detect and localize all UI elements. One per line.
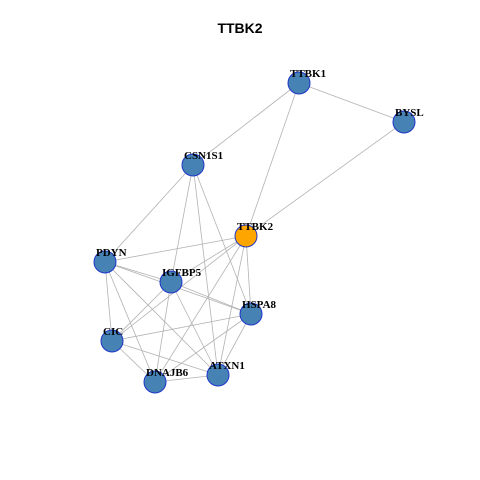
- node-circle[interactable]: [93, 250, 117, 274]
- edge-csn1s1-hspa8: [192, 164, 252, 315]
- node-label: ATXN1: [209, 360, 245, 372]
- edge-bysl-ttbk2: [245, 121, 405, 237]
- node-circle[interactable]: [143, 370, 167, 394]
- node-label: TTBK2: [237, 221, 274, 233]
- node-ttbk1[interactable]: TTBK1: [287, 68, 326, 95]
- node-circle[interactable]: [287, 71, 311, 95]
- node-label: BYSL: [395, 107, 424, 119]
- edge-csn1s1-pdyn: [104, 164, 194, 263]
- edge-igfbp5-dnajb6: [154, 281, 172, 383]
- edge-cic-atxn1: [111, 340, 219, 376]
- node-circle[interactable]: [392, 110, 416, 134]
- edge-ttbk2-hspa8: [245, 235, 252, 315]
- node-label: CSN1S1: [184, 150, 223, 162]
- edge-igfbp5-atxn1: [170, 281, 219, 376]
- edge-hspa8-atxn1: [217, 313, 252, 376]
- edge-igfbp5-cic: [111, 281, 172, 342]
- node-bysl[interactable]: BYSL: [392, 107, 424, 134]
- node-label: CIC: [103, 326, 123, 338]
- edge-ttbk1-bysl: [298, 82, 405, 123]
- node-circle[interactable]: [181, 153, 205, 177]
- edge-pdyn-cic: [104, 261, 113, 342]
- node-label: PDYN: [96, 247, 127, 259]
- node-cic[interactable]: CIC: [100, 326, 124, 353]
- node-circle[interactable]: [100, 329, 124, 353]
- edge-pdyn-dnajb6: [104, 261, 156, 383]
- node-csn1s1[interactable]: CSN1S1: [181, 150, 223, 177]
- node-ttbk2[interactable]: TTBK2: [234, 221, 274, 248]
- edge-ttbk2-pdyn: [104, 235, 247, 263]
- node-igfbp5[interactable]: IGFBP5: [159, 267, 202, 294]
- edge-pdyn-atxn1: [104, 261, 219, 376]
- node-label: IGFBP5: [162, 267, 202, 279]
- node-label: DNAJB6: [146, 367, 189, 379]
- edge-layer: [104, 82, 405, 383]
- node-hspa8[interactable]: HSPA8: [239, 299, 277, 326]
- graph-title: TTBK2: [217, 20, 263, 36]
- node-circle[interactable]: [159, 270, 183, 294]
- node-circle[interactable]: [206, 363, 230, 387]
- edge-hspa8-dnajb6: [154, 313, 252, 383]
- edge-hspa8-cic: [111, 313, 252, 342]
- node-label: HSPA8: [242, 299, 277, 311]
- node-dnajb6[interactable]: DNAJB6: [143, 367, 189, 394]
- edge-ttbk2-atxn1: [217, 235, 247, 376]
- edge-ttbk1-csn1s1: [192, 82, 300, 166]
- edge-igfbp5-hspa8: [170, 281, 252, 315]
- node-circle[interactable]: [239, 302, 263, 326]
- edge-ttbk2-dnajb6: [154, 235, 247, 383]
- node-circle[interactable]: [234, 224, 258, 248]
- node-atxn1[interactable]: ATXN1: [206, 360, 245, 387]
- edge-ttbk1-ttbk2: [245, 82, 300, 237]
- node-pdyn[interactable]: PDYN: [93, 247, 127, 274]
- edge-ttbk2-igfbp5: [170, 235, 247, 283]
- node-label: TTBK1: [290, 68, 326, 80]
- edge-csn1s1-igfbp5: [170, 164, 194, 283]
